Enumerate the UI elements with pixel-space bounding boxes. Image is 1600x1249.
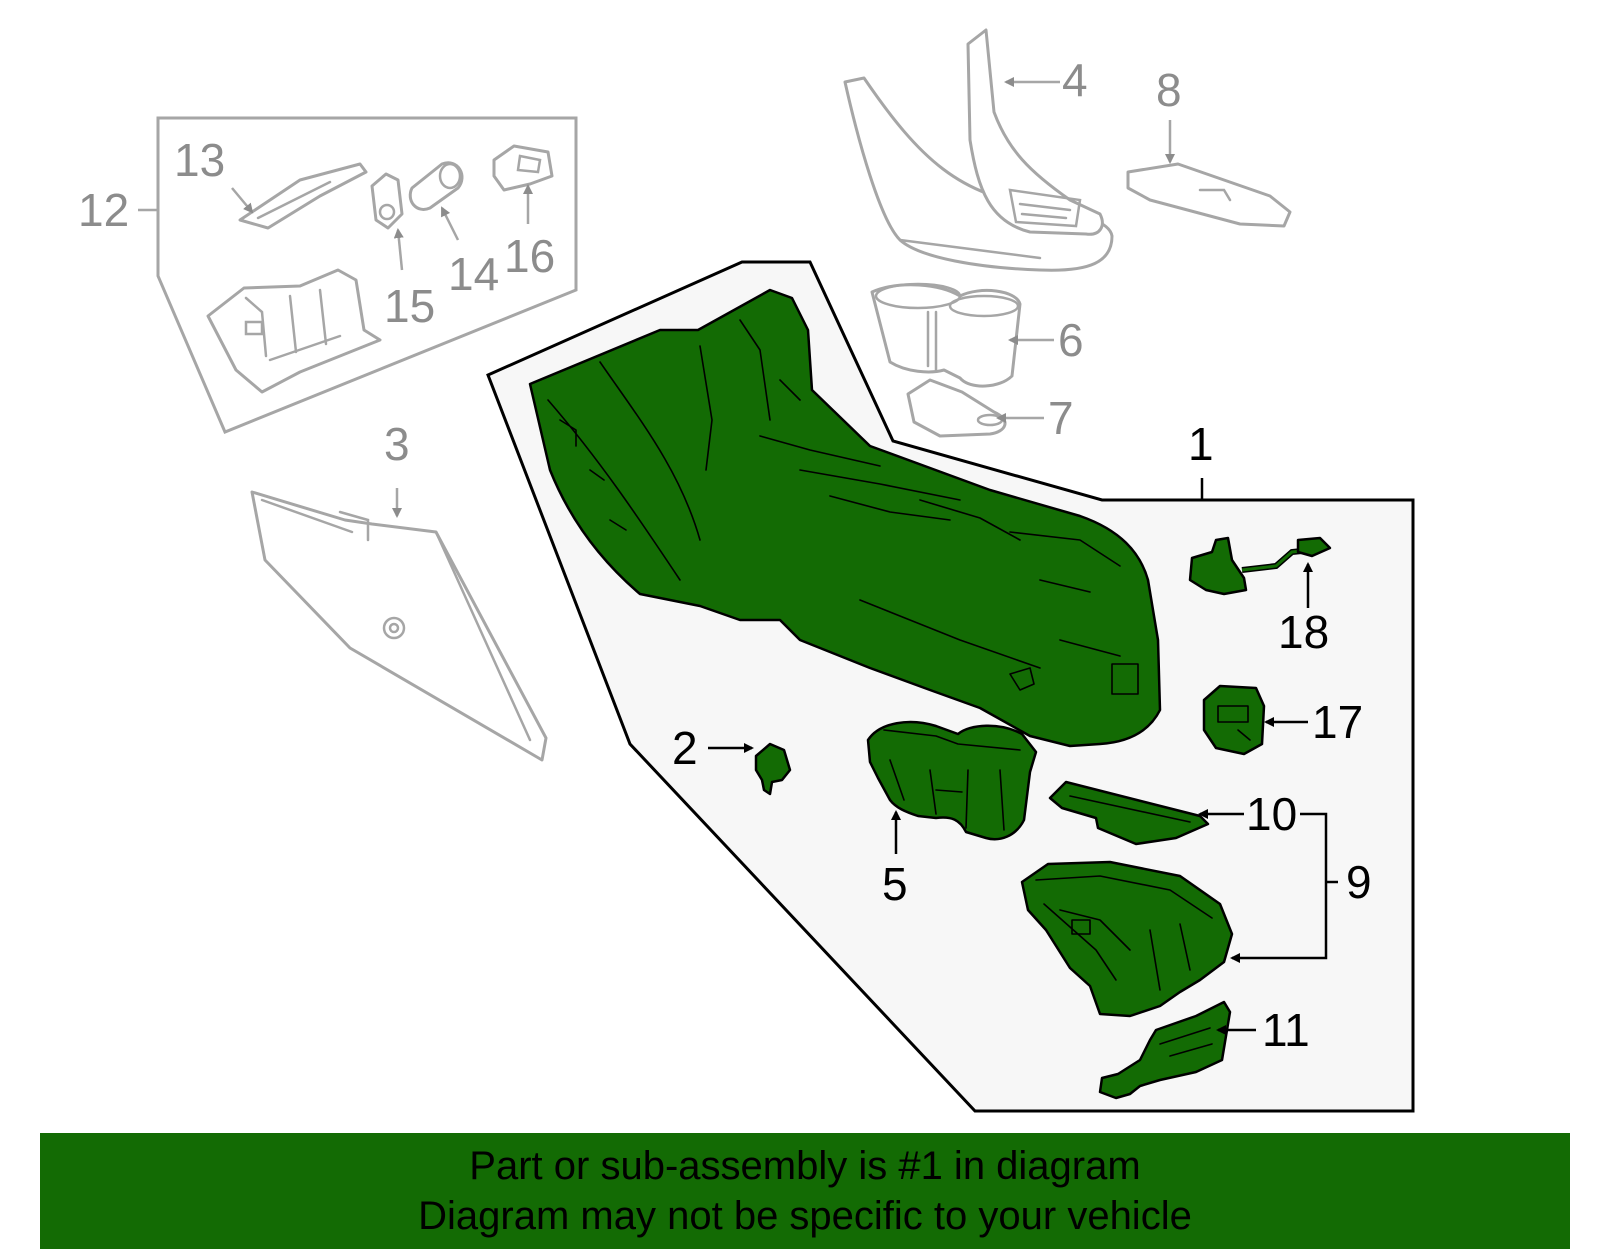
callout-17: 17 bbox=[1312, 696, 1363, 748]
part-2-clip bbox=[754, 742, 792, 796]
part-5-cupholder bbox=[866, 720, 1038, 841]
part-13-trim-strip bbox=[238, 162, 368, 230]
part-7-bracket bbox=[906, 378, 1007, 438]
callout-11: 11 bbox=[1262, 1004, 1310, 1056]
callout-7: 7 bbox=[1048, 392, 1074, 444]
callout-18: 18 bbox=[1278, 606, 1329, 658]
part-11-bracket bbox=[1098, 1000, 1232, 1100]
callout-16: 16 bbox=[504, 230, 555, 282]
part-8-armrest-pad bbox=[1126, 162, 1292, 228]
callout-8: 8 bbox=[1156, 64, 1182, 116]
part-1-console bbox=[528, 288, 1162, 748]
part-14-knob bbox=[408, 161, 464, 211]
callout-5: 5 bbox=[882, 858, 908, 910]
part-10-mat bbox=[1048, 780, 1210, 846]
callout-15: 15 bbox=[384, 280, 435, 332]
callout-10: 10 bbox=[1246, 788, 1297, 840]
info-banner: Part or sub-assembly is #1 in diagram Di… bbox=[40, 1133, 1570, 1249]
callout-13: 13 bbox=[174, 134, 225, 186]
callout-12: 12 bbox=[78, 184, 129, 236]
part-6-cupholder bbox=[870, 282, 1022, 388]
callout-3: 3 bbox=[384, 418, 410, 470]
callout-4: 4 bbox=[1062, 54, 1088, 106]
callout-2: 2 bbox=[672, 722, 698, 774]
banner-line-1: Part or sub-assembly is #1 in diagram bbox=[469, 1144, 1141, 1188]
leader-14 bbox=[440, 206, 460, 241]
part-3-side-panel bbox=[250, 490, 548, 762]
leader-9 bbox=[1230, 812, 1328, 963]
part-4-trim-plate bbox=[843, 28, 1114, 272]
leader-15 bbox=[393, 228, 404, 271]
callout-9: 9 bbox=[1346, 856, 1372, 908]
part-16-switch bbox=[492, 144, 554, 192]
leader-13 bbox=[231, 187, 254, 214]
part-12-shifter-housing bbox=[206, 268, 382, 394]
part-9-storage-bin bbox=[1020, 860, 1234, 1018]
callout-6: 6 bbox=[1058, 314, 1084, 366]
part-18-harness bbox=[1188, 536, 1332, 596]
callout-1: 1 bbox=[1188, 418, 1214, 470]
part-15-bezel bbox=[370, 172, 404, 230]
banner-line-2: Diagram may not be specific to your vehi… bbox=[418, 1194, 1192, 1238]
part-17-switch bbox=[1202, 684, 1266, 756]
callout-14: 14 bbox=[448, 248, 499, 300]
